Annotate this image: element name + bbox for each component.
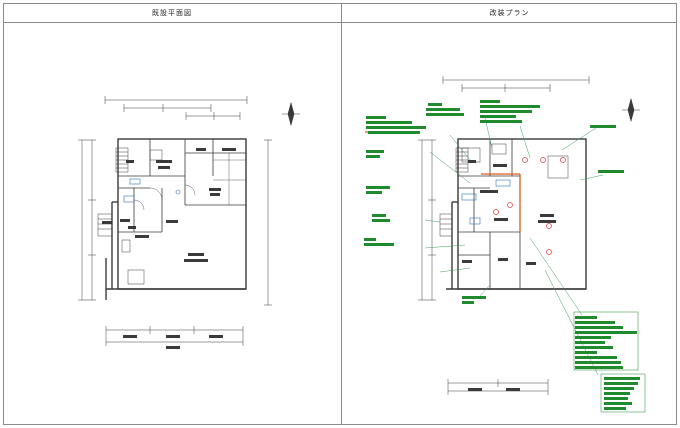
renovation-floor-plan [418, 76, 640, 395]
reno-top-dimension-lines [442, 76, 590, 92]
north-arrow-renovation [622, 97, 640, 123]
panel-divider [341, 3, 342, 425]
reno-blue-markers [461, 179, 511, 225]
existing-blue-markers [123, 178, 181, 203]
reno-stair [439, 147, 469, 237]
existing-plan-title: 既設平面図 [152, 9, 192, 17]
title-rule-right [342, 22, 677, 23]
annotation-boxes [573, 311, 646, 413]
existing-door-swings [133, 184, 196, 211]
side-dimension-lines [78, 139, 272, 306]
reno-fixtures [461, 143, 569, 179]
top-dimension-lines [104, 96, 248, 120]
reno-bottom-dimension-lines [447, 379, 549, 395]
existing-interior-walls [118, 139, 246, 233]
title-rule-left [3, 22, 341, 23]
existing-room-labels [102, 148, 236, 349]
new-partition-highlight [365, 131, 521, 232]
existing-floor-plan [78, 96, 300, 346]
downlight-markers [493, 157, 566, 255]
reno-room-labels [462, 160, 556, 391]
bottom-dimension-lines [105, 326, 244, 346]
north-arrow-existing [282, 101, 300, 127]
reno-interior-walls [458, 139, 521, 289]
renovation-plan-title: 改装プラン [489, 9, 530, 17]
sheet-frame [3, 3, 677, 425]
reno-side-dimension-lines [418, 139, 436, 301]
annotation-text-marks [364, 100, 640, 410]
existing-tatami-room [213, 153, 246, 205]
